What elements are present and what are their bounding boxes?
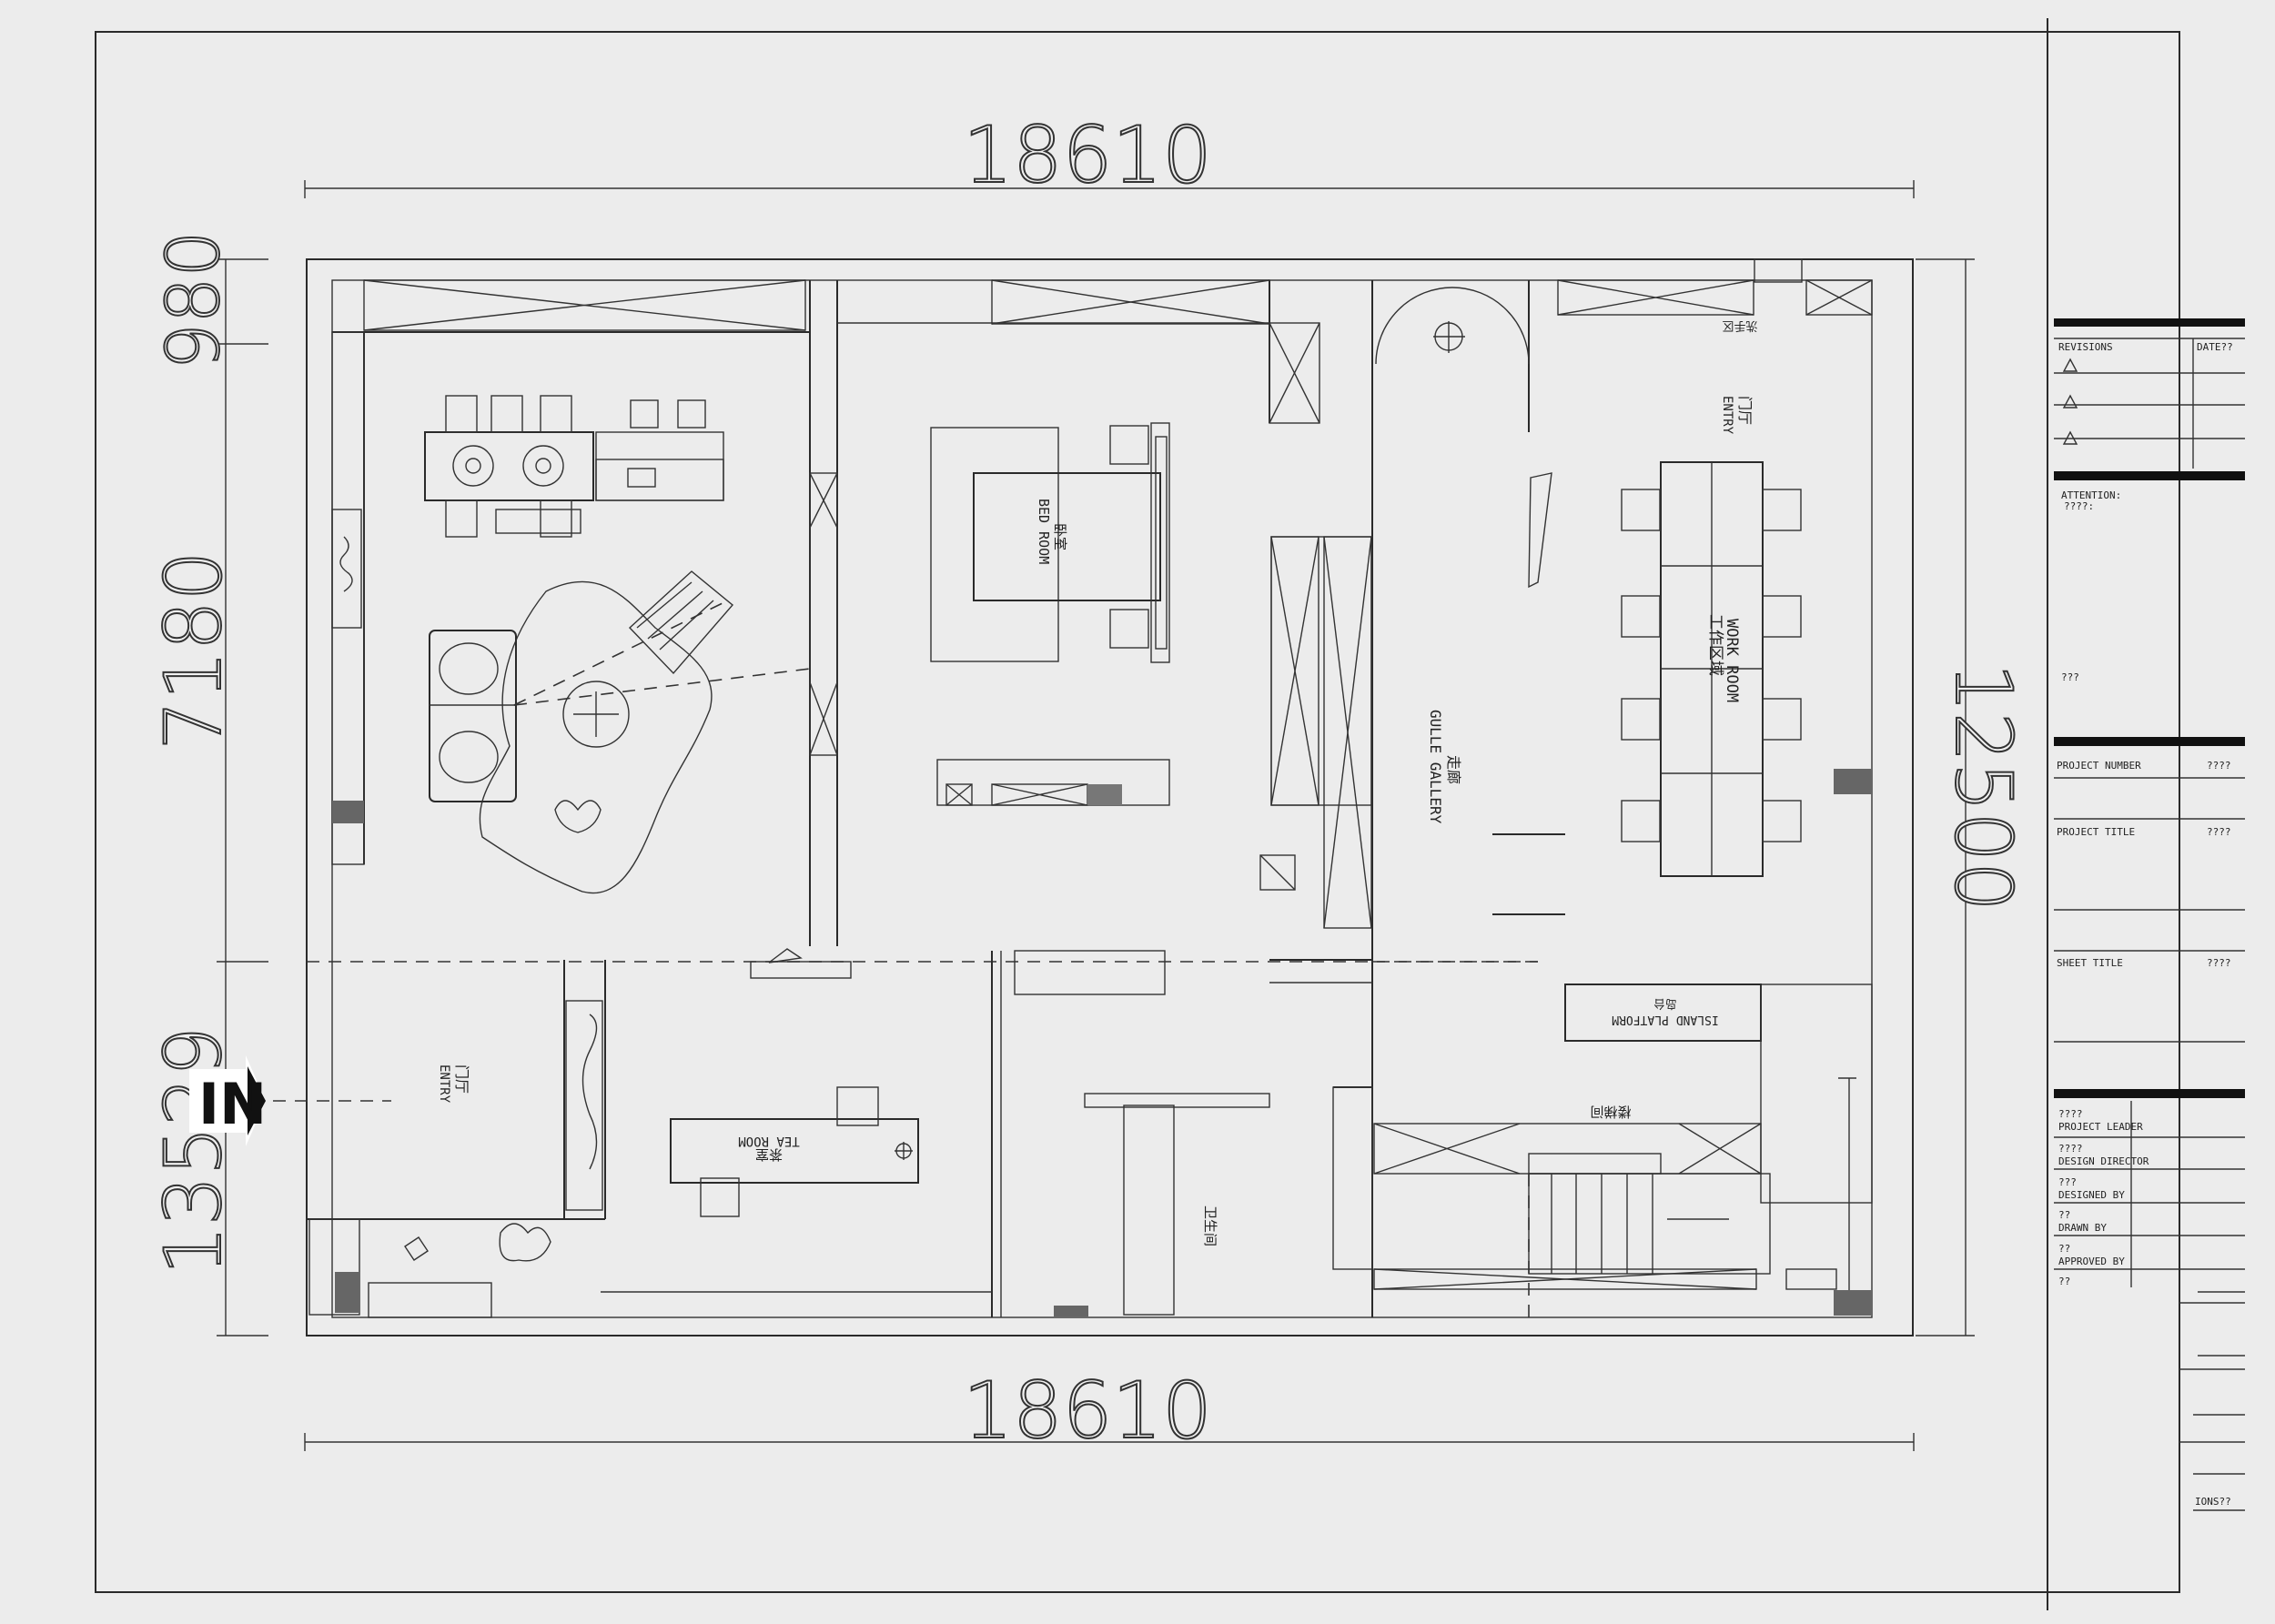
entry-label-en: ENTRY (437, 1064, 451, 1104)
drawn-by-value: ?? (2058, 1209, 2070, 1221)
approved-by-value: ?? (2058, 1243, 2070, 1255)
sheet-border (95, 31, 2180, 1593)
entry-area (189, 1000, 603, 1318)
bottom-tag: IONS?? (2195, 1496, 2231, 1508)
tearoom-label-cn: 茶室 (755, 1146, 783, 1163)
design-director-label: DESIGN DIRECTOR (2058, 1155, 2149, 1167)
living-room-furniture (331, 331, 838, 894)
bathroom-label-cn: 卫生间 (1202, 1205, 1218, 1246)
tea-room-furniture (670, 948, 919, 1217)
drawn-by-label: DRAWN BY (2058, 1222, 2107, 1234)
bathroom-fixtures (1014, 950, 1373, 1316)
project-number-value: ???? (2207, 760, 2231, 772)
gallery-label-en: GULLE GALLERY (1427, 710, 1444, 824)
bedroom-furniture (930, 422, 1170, 806)
top-right-note: 洗手区 (1722, 318, 1757, 332)
workroom-label-en: WORK ROOM (1723, 619, 1741, 702)
bedroom-label-cn: 卧室 (1052, 523, 1068, 550)
project-leader-label: PROJECT LEADER (2058, 1121, 2143, 1133)
stair-label-cn: 楼梯间 (1590, 1104, 1631, 1120)
designed-by-label: DESIGNED BY (2058, 1189, 2125, 1201)
bedroom-label-en: BED ROOM (1036, 499, 1052, 564)
dimension-bottom: 18610 (963, 1366, 1212, 1457)
dimension-left-upper: 980 (151, 231, 236, 370)
dimension-left-middle: 7180 (148, 551, 239, 751)
last-field-value: ?? (2058, 1276, 2070, 1287)
dimension-left-lower: 13529 (148, 1026, 239, 1276)
gallery-label-cn: 走廊 (1445, 755, 1462, 784)
sheet-title-label: SHEET TITLE (2057, 957, 2123, 969)
project-number-label: PROJECT NUMBER (2057, 760, 2141, 772)
date-label: DATE?? (2197, 341, 2233, 353)
attention-note: ??? (2061, 671, 2079, 683)
project-title-value: ???? (2207, 826, 2231, 838)
island-label-en: ISLAND PLATFORM (1612, 1013, 1719, 1026)
island-label-cn: 岛台 (1653, 996, 1677, 1011)
design-director-value: ???? (2058, 1143, 2083, 1155)
workroom-label-cn: 工作区域 (1706, 614, 1724, 676)
island-stair-area (1373, 983, 1873, 1317)
tearoom-label-en: TEA ROOM (738, 1134, 799, 1148)
approved-by-label: APPROVED BY (2058, 1256, 2125, 1267)
workroom-furniture (1621, 258, 1872, 877)
revisions-label: REVISIONS (2058, 341, 2113, 353)
project-title-label: PROJECT TITLE (2057, 826, 2135, 838)
designed-by-value: ??? (2058, 1176, 2077, 1188)
entry-marker: IN (198, 1071, 267, 1137)
windows-top (363, 279, 1873, 331)
dimension-top: 18610 (963, 110, 1212, 201)
dimension-lines (217, 180, 1975, 1451)
interior-walls (307, 280, 1538, 1317)
attention-value: ????: (2064, 500, 2094, 512)
title-block (2054, 318, 2245, 1511)
attention-label: ATTENTION: (2061, 489, 2121, 501)
project-leader-value: ???? (2058, 1108, 2083, 1120)
entry2-label-en: ENTRY (1720, 396, 1734, 435)
gallery-fixtures (1259, 287, 1565, 929)
entry2-label-cn: 门厅 (1736, 396, 1754, 425)
entry-label-cn: 门厅 (453, 1064, 470, 1094)
sheet-title-value: ???? (2207, 957, 2231, 969)
dimension-right: 12500 (1937, 662, 2028, 912)
